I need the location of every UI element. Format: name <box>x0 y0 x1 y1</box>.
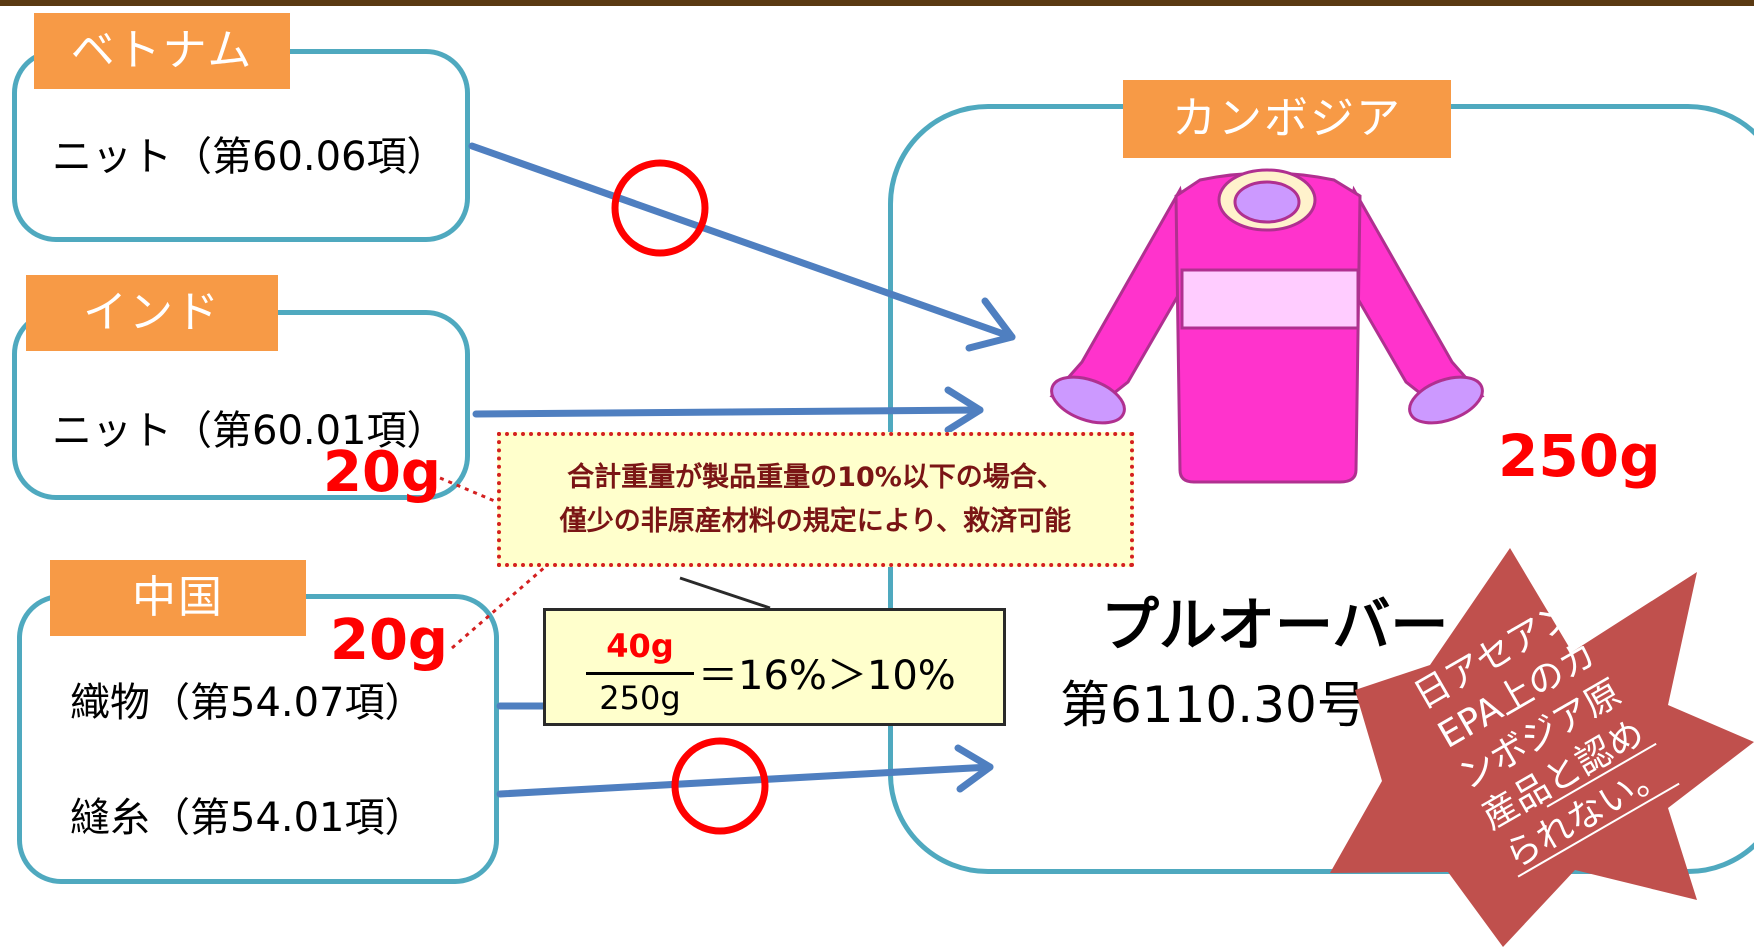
ok-mark-vietnam <box>611 159 709 257</box>
top-rule <box>0 0 1754 6</box>
leader-china-weight <box>451 565 546 650</box>
verdict-underline-1 <box>1546 742 1657 808</box>
fraction-numerator: 40g <box>606 627 674 665</box>
fraction-bar <box>586 672 694 675</box>
weight-india: 20g <box>323 440 442 505</box>
callout-pointer <box>679 576 771 610</box>
product-name: プルオーバー <box>1101 591 1449 659</box>
tag-china: 中国 <box>50 560 306 636</box>
tag-india: インド <box>26 275 278 351</box>
tag-vietnam: ベトナム <box>34 13 290 89</box>
item-china-fabric: 織物（第54.07項） <box>70 680 425 726</box>
de-minimis-note: 合計重量が製品重量の10%以下の場合、 僅少の非原産材料の規定により、救済可能 <box>497 432 1134 567</box>
leader-india-weight <box>439 476 498 504</box>
collar-inner <box>1233 180 1301 224</box>
weight-china: 20g <box>330 608 449 673</box>
calculation-box: 40g 250g ＝16%＞10% <box>543 608 1006 726</box>
arrowhead-india <box>944 386 984 434</box>
cuff-right <box>1408 375 1484 425</box>
note-line-2: 僅少の非原産材料の規定により、救済可能 <box>559 505 1072 537</box>
ok-mark-china <box>671 737 769 835</box>
starburst-shape <box>1330 548 1754 947</box>
note-line-1: 合計重量が製品重量の10%以下の場合、 <box>567 461 1064 493</box>
calculation-result: ＝16%＞10% <box>698 653 956 699</box>
item-china-thread: 縫糸（第54.01項） <box>70 795 425 841</box>
origin-box-china <box>17 594 499 884</box>
tag-cambodia: カンボジア <box>1123 80 1451 158</box>
arrowhead-china-thread <box>954 744 994 793</box>
fraction-denominator: 250g <box>599 679 681 717</box>
item-india-knit: ニット（第60.01項） <box>52 408 447 454</box>
weight-product: 250g <box>1498 422 1661 490</box>
item-vietnam-knit: ニット（第60.06項） <box>52 134 447 180</box>
arrow-vietnam <box>468 142 1016 341</box>
arrowhead-vietnam <box>965 297 1016 352</box>
verdict-underline-2 <box>1517 782 1680 878</box>
cuff-left <box>1050 375 1126 425</box>
arrow-india <box>472 406 984 418</box>
product-hs-code: 第6110.30号 <box>1060 676 1367 734</box>
body-band <box>1180 268 1360 330</box>
garment-illustration <box>1049 168 1485 484</box>
arrow-china-thread <box>496 763 994 798</box>
